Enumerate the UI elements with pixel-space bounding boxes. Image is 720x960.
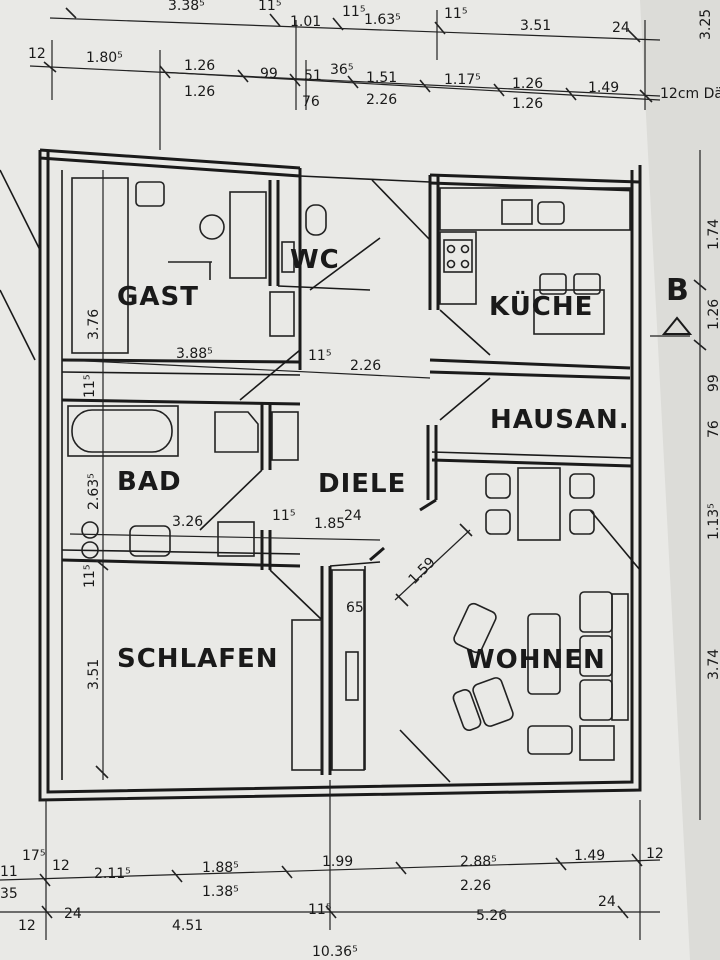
dim-label: 24 — [598, 894, 616, 910]
dim-label: 11⁵ — [82, 565, 98, 588]
dim-label: 12 — [646, 846, 664, 862]
dim-label: 11⁵ — [272, 508, 295, 524]
dim-label: 3.88⁵ — [176, 346, 213, 362]
section-triangle-icon — [661, 316, 693, 335]
room-label-wc: WC — [290, 245, 340, 275]
dim-label: 1.63⁵ — [364, 12, 401, 28]
right-dimension-lines — [693, 150, 707, 820]
dim-label: 65 — [346, 600, 364, 616]
dim-label: 1.26 — [512, 76, 543, 92]
dim-label: 99 — [706, 374, 720, 392]
dim-label: 10.36⁵ — [312, 944, 358, 960]
dim-label: 3.38⁵ — [168, 0, 205, 14]
dim-label: 1.49 — [574, 848, 605, 864]
dim-label: 2.26 — [460, 878, 491, 894]
dim-label: 1.99 — [322, 854, 353, 870]
dim-label: 11⁵ — [444, 6, 467, 22]
dim-label: 11 — [0, 864, 18, 880]
room-label-diele: DIELE — [318, 469, 406, 499]
dim-label: 1.74 — [706, 219, 720, 250]
dim-label: 1.88⁵ — [202, 860, 239, 876]
dim-label: 24 — [612, 20, 630, 36]
dim-label: 2.26 — [350, 358, 381, 374]
dim-label: 1.26 — [706, 299, 720, 330]
dim-label: 12cm Dä — [660, 86, 720, 102]
room-label-schlafen: SCHLAFEN — [117, 644, 279, 674]
bad-bathtub — [71, 409, 173, 453]
dim-label: 4.51 — [172, 918, 203, 934]
door-swings — [0, 169, 641, 783]
dining-table — [517, 467, 561, 541]
dim-label: 24 — [344, 508, 362, 524]
dim-label: 12 — [18, 918, 36, 934]
dim-label: 2.88⁵ — [460, 854, 497, 870]
room-label-gast: GAST — [117, 282, 199, 312]
dim-label: 1.13⁵ — [706, 503, 720, 540]
kueche-counter — [439, 187, 631, 231]
dim-label: 11⁵ — [308, 902, 331, 918]
dim-label: 1.38⁵ — [202, 884, 239, 900]
dim-label: 11⁵ — [342, 4, 365, 20]
dim-label: 11⁵ — [258, 0, 281, 14]
section-marker: B — [666, 273, 689, 308]
room-label-wohnen: WOHNEN — [466, 645, 606, 675]
dim-label: 3.51 — [86, 659, 102, 690]
schlafen-wardrobe — [331, 569, 365, 771]
dim-label: 2.26 — [366, 92, 397, 108]
wc-toilet — [305, 204, 327, 236]
dim-label: 17⁵ — [22, 848, 45, 864]
dim-label: 3.74 — [706, 649, 720, 680]
dim-label: 3.26 — [172, 514, 203, 530]
dim-label: 24 — [64, 906, 82, 922]
furniture — [67, 177, 631, 771]
gast-bed — [71, 177, 129, 354]
bad-shower — [214, 411, 259, 453]
dim-label: 5.26 — [476, 908, 507, 924]
dim-label: 76 — [302, 94, 320, 110]
dim-label: 12 — [52, 858, 70, 874]
dim-label: 51 — [304, 68, 322, 84]
dim-label: 11⁵ — [82, 375, 98, 398]
dim-label: 36⁵ — [330, 62, 353, 78]
top-dimension-lines — [29, 7, 661, 150]
dim-label: 1.26 — [184, 84, 215, 100]
dim-label: 1.17⁵ — [444, 72, 481, 88]
bottom-dimension-lines — [0, 780, 661, 940]
dim-label: 1.85 — [314, 516, 345, 532]
dim-label: 1.51 — [366, 70, 397, 86]
dim-label: 2.11⁵ — [94, 866, 131, 882]
dim-label: 1.49 — [588, 80, 619, 96]
room-label-hausan: HAUSAN. — [490, 405, 630, 435]
dim-label: 1.80⁵ — [86, 50, 123, 66]
inner-dimension-lines — [65, 170, 473, 780]
dim-label: 3.25 — [698, 9, 714, 40]
interior-walls — [61, 168, 633, 775]
dim-label: 1.01 — [290, 14, 321, 30]
dim-label: 3.76 — [86, 309, 102, 340]
dim-label: 99 — [260, 66, 278, 82]
dim-label: 1.26 — [184, 58, 215, 74]
dim-label: 35 — [0, 886, 18, 902]
outer-walls — [38, 148, 642, 802]
dim-label: 76 — [706, 420, 720, 438]
dim-label: 11⁵ — [308, 348, 331, 364]
room-label-bad: BAD — [117, 467, 182, 497]
dim-label: 1.26 — [512, 96, 543, 112]
dim-label: 2.63⁵ — [86, 473, 102, 510]
room-label-kueche: KÜCHE — [489, 289, 593, 322]
dim-label: 3.51 — [520, 18, 551, 34]
dim-label: 12 — [28, 46, 46, 62]
